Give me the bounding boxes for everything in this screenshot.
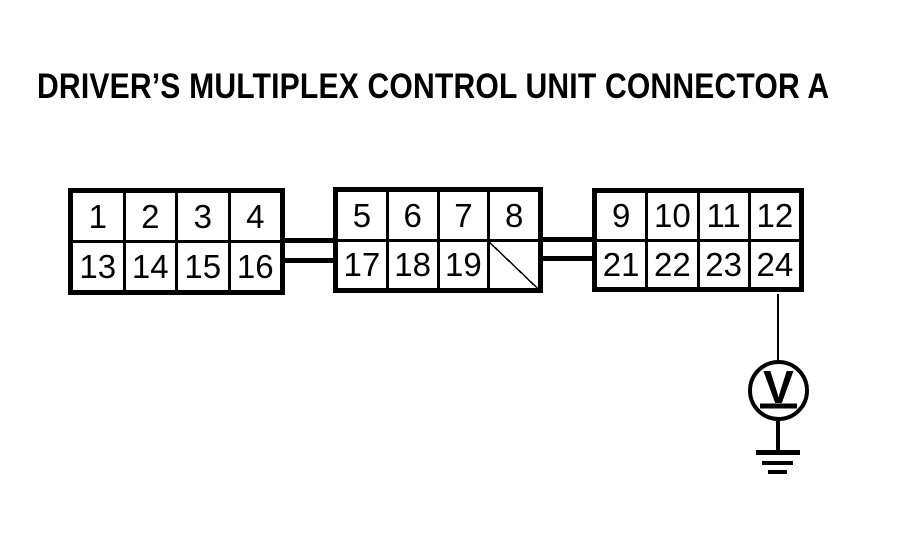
- connector-block-1: 1 2 3 4 13 14 15 16: [68, 188, 285, 295]
- connector-link-bar: [538, 237, 597, 242]
- connector-block-2: 5 6 7 8 17 18 19: [333, 187, 543, 293]
- page-title: DRIVER’S MULTIPLEX CONTROL UNIT CONNECTO…: [37, 67, 830, 106]
- pin-cell-16: 16: [230, 243, 280, 290]
- ground-icon: [768, 470, 787, 474]
- pin-cell-19: 19: [439, 241, 488, 288]
- pin-cell-17: 17: [338, 241, 386, 288]
- pin-cell-1: 1: [73, 193, 123, 240]
- pin-cell-14: 14: [125, 243, 175, 290]
- test-lead-wire: [777, 294, 779, 361]
- pin-cell-15: 15: [178, 243, 228, 290]
- pin-cell-8: 8: [490, 192, 538, 239]
- pin-cell-2: 2: [125, 193, 175, 240]
- pin-cell-5: 5: [338, 192, 386, 239]
- pin-cell-24: 24: [750, 241, 799, 287]
- connector-link-bar: [280, 238, 338, 243]
- ground-lead-wire: [776, 421, 780, 451]
- connector-block-3: 9 10 11 12 21 22 23 24: [592, 188, 804, 292]
- pin-cell-23: 23: [699, 241, 748, 287]
- pin-cell-18: 18: [388, 241, 437, 288]
- voltmeter-icon: V: [748, 360, 809, 421]
- pin-cell-22: 22: [648, 241, 697, 287]
- pin-cell-21: 21: [597, 241, 646, 287]
- pin-cell-20-empty-slash-icon: [490, 241, 538, 288]
- pin-cell-4: 4: [230, 193, 280, 240]
- pin-cell-6: 6: [388, 192, 437, 239]
- pin-cell-9: 9: [597, 193, 646, 239]
- connector-link-bar: [280, 258, 338, 263]
- connector-link-bar: [538, 256, 597, 261]
- pin-cell-10: 10: [648, 193, 697, 239]
- ground-icon: [762, 461, 793, 465]
- ground-icon: [756, 450, 800, 455]
- pin-cell-3: 3: [178, 193, 228, 240]
- pin-cell-13: 13: [73, 243, 123, 290]
- pin-cell-7: 7: [439, 192, 488, 239]
- voltmeter-underline: [760, 403, 797, 409]
- pin-cell-11: 11: [699, 193, 748, 239]
- pin-cell-12: 12: [750, 193, 799, 239]
